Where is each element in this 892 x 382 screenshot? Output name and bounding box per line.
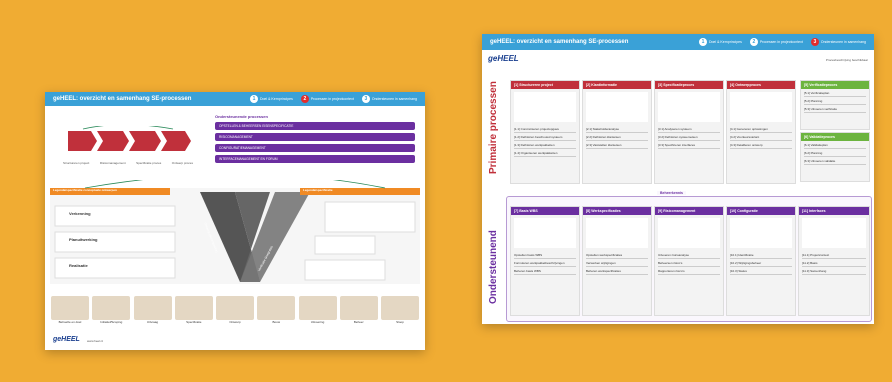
support-card-5: [11] Interfaces [11.1] Projectcontext [1…	[798, 206, 870, 316]
support-row-4: INTERFACEMANAGEMENT EN FORUM	[215, 155, 415, 163]
card-illustration	[802, 218, 866, 248]
v-left-label-3: Realisatie	[69, 263, 88, 268]
process-flow: Structureren project Risicomanagement Sp…	[63, 124, 193, 171]
support-card-1: [7] Basis WBS Opstellen basis WBS Formul…	[510, 206, 580, 316]
primary-card-4: [4] Ontwerpproces [4.1] Genereren oploss…	[726, 80, 796, 184]
card-illustration	[658, 92, 720, 122]
process-flow-labels: Structureren project Risicomanagement Sp…	[63, 161, 193, 165]
primary-card-3: [3] Specificatieproces [3.1] Analyseren …	[654, 80, 724, 184]
v-left-label-2: Planuitwerking	[69, 237, 98, 242]
support-card-3: [9] Risicomanagement Uitvoeren risicoana…	[654, 206, 724, 316]
card-illustration	[658, 218, 720, 248]
card-illustration	[586, 92, 648, 122]
lifecycle-item: Bouw	[257, 296, 296, 330]
support-row-2: RISICOMANAGEMENT	[215, 133, 415, 141]
card-illustration	[730, 218, 792, 248]
lifecycle-item: Initiatief/Scoping	[92, 296, 131, 330]
process-flow-arrows	[68, 124, 191, 151]
support-card-4: [10] Configuratie [10.1] Identificatie […	[726, 206, 796, 316]
card-illustration	[514, 218, 576, 248]
support-header: Beheerkennis	[657, 191, 686, 195]
v-model-diagram	[50, 180, 420, 284]
side-primary: Primaire processen	[488, 81, 499, 174]
lifecycle-picture	[174, 296, 213, 320]
lifecycle-item: Uitvraag	[133, 296, 172, 330]
support-row-3: CONFIGURATIEMANAGEMENT	[215, 144, 415, 152]
lifecycle-strip: Behoefte en doel Initiatief/Scoping Uitv…	[51, 296, 419, 330]
left-url: www.heel.nl	[87, 339, 104, 343]
card-illustration	[730, 92, 792, 122]
lifecycle-picture	[257, 296, 296, 320]
right-logo: geHEEL	[488, 54, 519, 63]
top-right-label: Procesbeschrijving beschikbaar	[825, 58, 868, 62]
lifecycle-item: Ontwerp	[216, 296, 254, 330]
lifecycle-picture	[381, 296, 419, 320]
v-left-label-1: Verkenning	[69, 211, 91, 216]
side-card-2: [6] Validatieproces [6.1] Validatieplan …	[800, 132, 870, 182]
lifecycle-picture	[133, 296, 172, 320]
lifecycle-picture	[92, 296, 131, 320]
support-processes: Ondersteunende processen OPSTELLEN & BEH…	[215, 114, 415, 166]
card-illustration	[514, 92, 576, 122]
side-support: Ondersteunend	[488, 230, 499, 304]
lifecycle-picture	[51, 296, 89, 320]
lifecycle-picture	[216, 296, 254, 320]
support-card-2: [8] Werkspecificaties Opstellen werkspec…	[582, 206, 652, 316]
lifecycle-item: Uitvoering	[298, 296, 337, 330]
right-poster-header: geHEEL: overzicht en samenhang SE-proces…	[482, 34, 874, 50]
left-poster-header: geHEEL: overzicht en samenhang SE-proces…	[45, 92, 425, 106]
lifecycle-picture	[339, 296, 378, 320]
left-logo: geHEEL	[53, 336, 80, 343]
support-heading: Ondersteunende processen	[215, 114, 268, 119]
primary-card-1: [1] Structureren project [1.1] Concretis…	[510, 80, 580, 184]
primary-card-2: [2] Klantinformatie [2.1] Stakeholderana…	[582, 80, 652, 184]
lifecycle-item: Behoefte en doel	[51, 296, 89, 330]
support-row-1: OPSTELLEN & BEHEERSEN EISENSPECIFICATIE	[215, 122, 415, 130]
left-poster: geHEEL: overzicht en samenhang SE-proces…	[45, 92, 425, 350]
left-orange-tag: Legenda/specificatie conceptuele ontwerp…	[53, 188, 117, 192]
right-poster-title: geHEEL: overzicht en samenhang SE-proces…	[490, 39, 629, 45]
card-illustration	[586, 218, 648, 248]
right-poster: geHEEL: overzicht en samenhang SE-proces…	[482, 34, 874, 324]
lifecycle-item: Specificatie	[174, 296, 213, 330]
left-poster-title: geHEEL: overzicht en samenhang SE-proces…	[53, 96, 192, 102]
lifecycle-item: Beheer	[339, 296, 378, 330]
lifecycle-item: Sloop	[381, 296, 419, 330]
side-card-1: [5] Verificatieproces [5.1] Verificatiep…	[800, 80, 870, 130]
right-orange-tag: Legenda/specificatie	[303, 188, 333, 192]
lifecycle-picture	[298, 296, 337, 320]
